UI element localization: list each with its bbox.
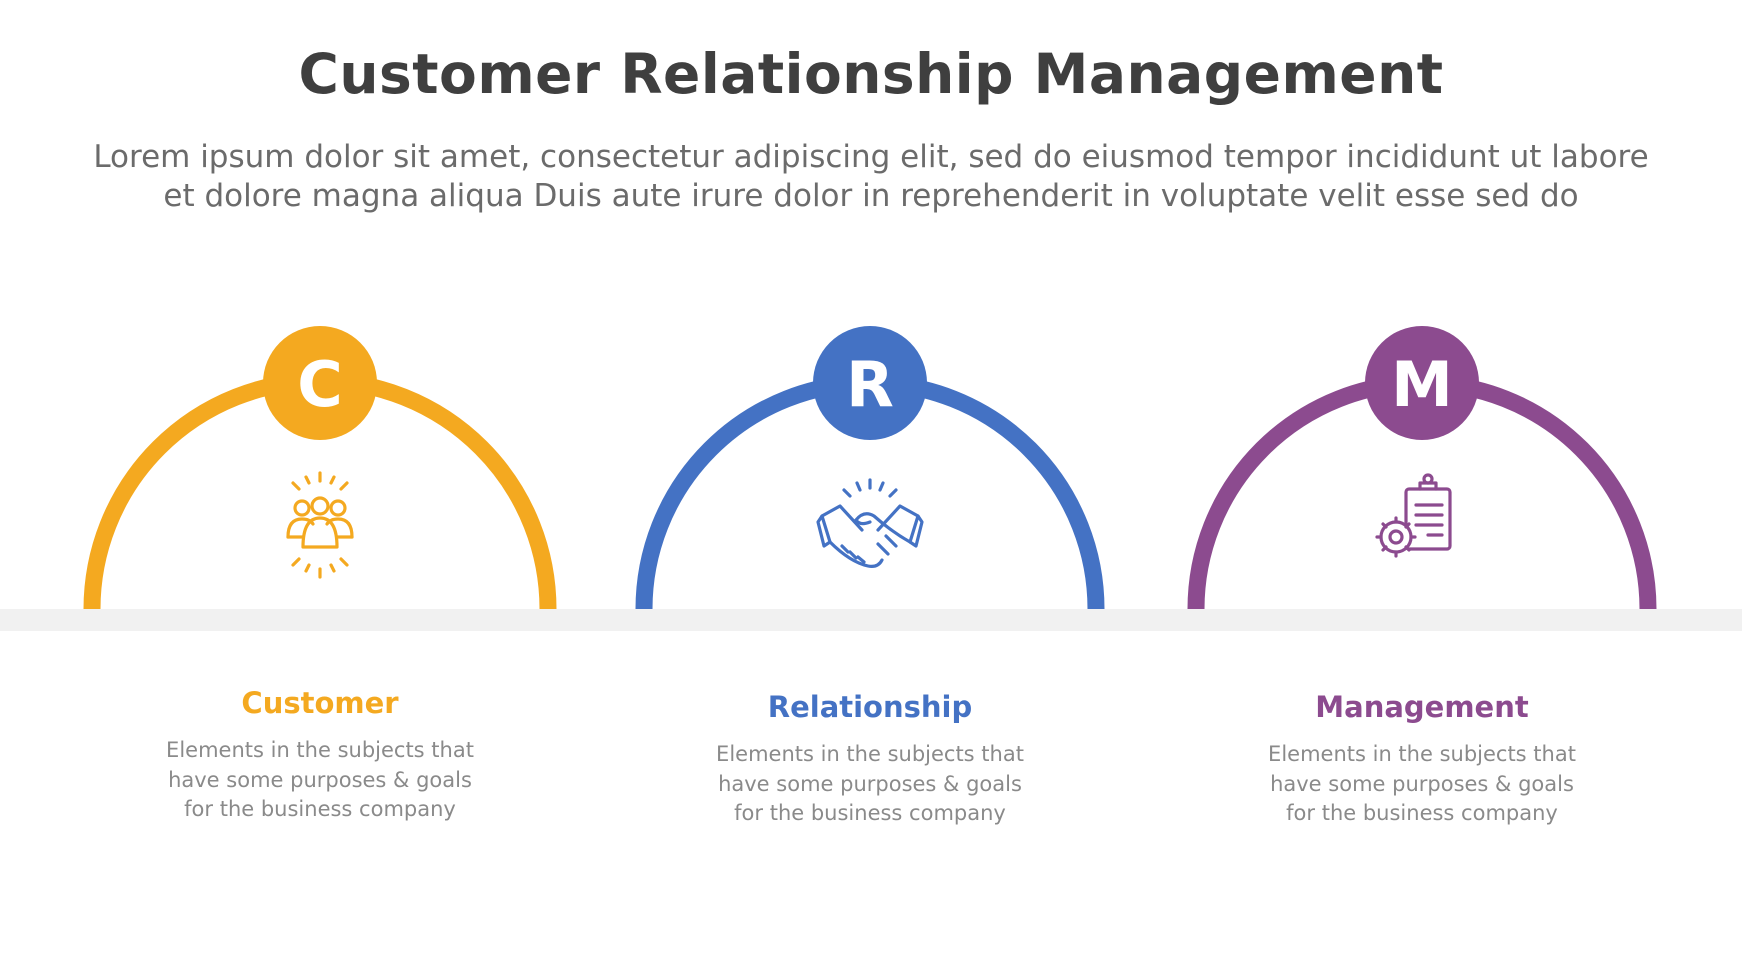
management-letter-badge [1365,326,1479,440]
management-block: M [1187,326,1657,610]
subtitle-line-2: et dolore magna aliqua Duis aute irure d… [163,178,1579,214]
clipboard-gear-icon [1375,473,1452,558]
relationship-block: R [635,326,1105,610]
customer-letter: C [297,348,343,421]
customer-label: Customer [241,686,399,720]
baseline-band [0,609,1742,631]
relationship-description: Elements in the subjects that have some … [716,742,1024,825]
customer-block: C [83,326,557,610]
people-group-icon [286,471,354,579]
customer-description: Elements in the subjects that have some … [166,738,474,821]
management-description: Elements in the subjects that have some … [1268,742,1576,825]
page-subtitle: Lorem ipsum dolor sit amet, consectetur … [71,138,1671,216]
management-label: Management [1315,690,1529,724]
relationship-label: Relationship [767,690,973,724]
relationship-letter: R [846,348,894,421]
page-title: Customer Relationship Management [298,42,1444,106]
customer-letter-badge [263,326,377,440]
subtitle-line-1: Lorem ipsum dolor sit amet, consectetur … [93,139,1649,175]
relationship-letter-badge [813,326,927,440]
management-letter: M [1391,348,1453,421]
handshake-icon [816,478,924,568]
